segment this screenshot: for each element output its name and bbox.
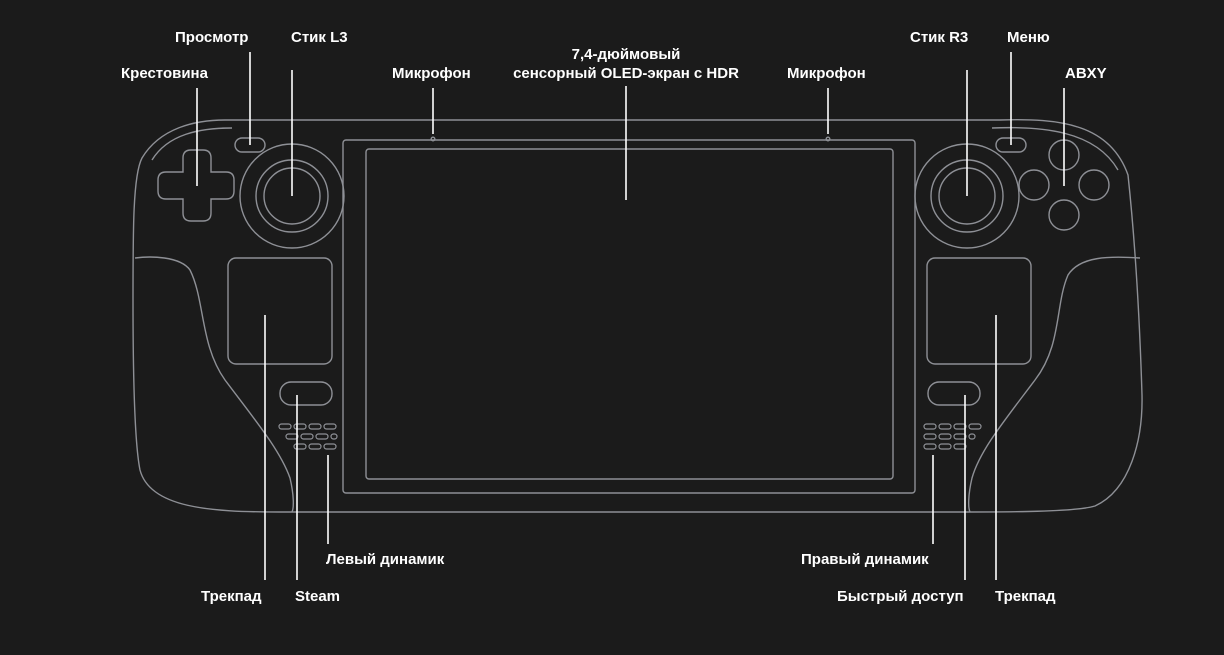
label-view: Просмотр <box>175 29 249 46</box>
steam-button-shape <box>279 381 333 406</box>
dpad-icon <box>157 149 235 222</box>
left-trackpad-shape <box>227 257 333 365</box>
label-dpad: Крестовина <box>121 65 208 82</box>
mic-right-dot <box>825 136 831 142</box>
label-stick-r3: Стик R3 <box>910 29 969 46</box>
label-trackpad-left: Трекпад <box>201 588 262 605</box>
label-mic-right: Микрофон <box>787 65 866 82</box>
screen-panel <box>365 148 894 480</box>
label-left-speaker: Левый динамик <box>326 551 445 568</box>
label-screen-line1: 7,4-дюймовый <box>571 46 681 63</box>
left-speaker-grille <box>278 423 338 450</box>
button-x-shape <box>1018 169 1050 201</box>
left-grip-edge <box>134 256 295 513</box>
button-a-shape <box>1048 199 1080 231</box>
label-quick-access: Быстрый доступ <box>837 588 964 605</box>
right-grip-edge <box>967 256 1141 513</box>
quick-access-button-shape <box>927 381 981 406</box>
device-body-outline <box>132 118 1143 513</box>
right-speaker-grille <box>923 423 982 450</box>
label-steam: Steam <box>295 588 341 605</box>
label-menu: Меню <box>1007 29 1050 46</box>
label-screen-line2: сенсорный OLED-экран с HDR <box>513 65 739 82</box>
mic-left-dot <box>430 136 436 142</box>
label-mic-left: Микрофон <box>392 65 471 82</box>
label-stick-l3: Стик L3 <box>291 29 348 46</box>
label-right-speaker: Правый динамик <box>801 551 929 568</box>
label-abxy: ABXY <box>1065 65 1107 82</box>
button-b-shape <box>1078 169 1110 201</box>
label-trackpad-right: Трекпад <box>995 588 1056 605</box>
screen-frame <box>342 139 916 494</box>
right-trackpad-shape <box>926 257 1032 365</box>
